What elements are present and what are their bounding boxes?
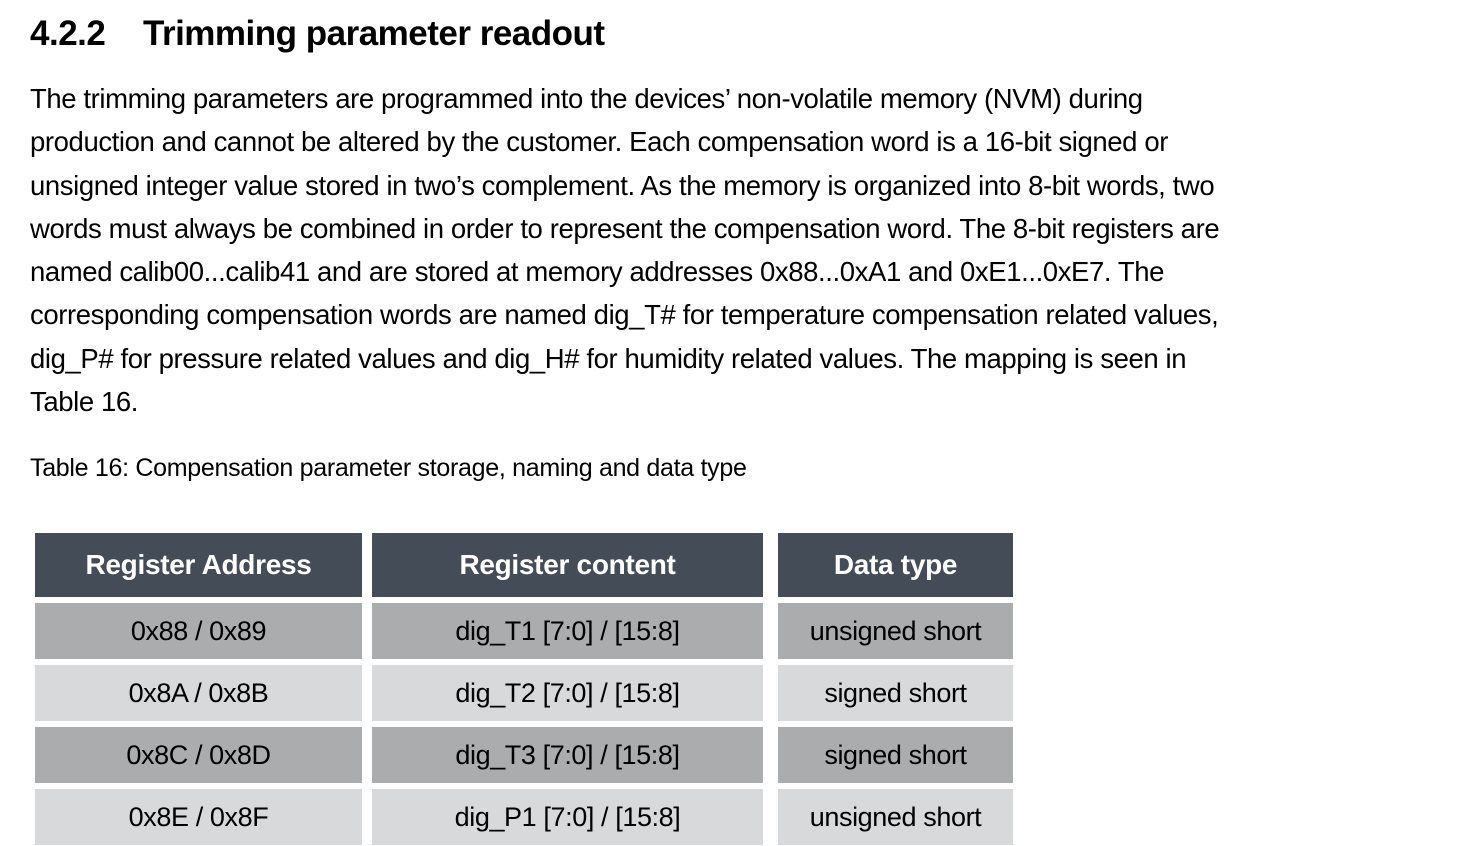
paragraph-line: production and cannot be altered by the … (30, 126, 1168, 158)
cell-register-address: 0x88 / 0x89 (35, 603, 362, 660)
compensation-parameter-table: Register Address Register content Data t… (35, 533, 1013, 846)
table-caption: Table 16: Compensation parameter storage… (30, 454, 747, 483)
body-paragraph: The trimming parameters are programmed i… (30, 77, 1430, 423)
cell-data-type: unsigned short (778, 603, 1013, 660)
column-header-data-type: Data type (778, 533, 1013, 598)
table-header-row: Register Address Register content Data t… (35, 533, 1013, 598)
paragraph-line: named calib00...calib41 and are stored a… (30, 256, 1165, 288)
cell-register-address: 0x8A / 0x8B (35, 665, 362, 722)
cell-register-address: 0x8E / 0x8F (35, 789, 362, 846)
paragraph-line: The trimming parameters are programmed i… (30, 83, 1143, 114)
cell-data-type: signed short (778, 727, 1013, 784)
paragraph-line: Table 16. (30, 386, 139, 418)
section-number: 4.2.2 (30, 14, 106, 53)
cell-register-content: dig_P1 [7:0] / [15:8] (372, 789, 763, 846)
table-row: 0x8E / 0x8F dig_P1 [7:0] / [15:8] unsign… (35, 789, 1013, 846)
section-heading: 4.2.2 Trimming parameter readout (30, 12, 1430, 56)
cell-register-content: dig_T3 [7:0] / [15:8] (372, 727, 763, 784)
cell-data-type: unsigned short (778, 789, 1013, 846)
cell-register-content: dig_T1 [7:0] / [15:8] (372, 603, 763, 660)
column-header-register-address: Register Address (35, 533, 362, 598)
paragraph-line: corresponding compensation words are nam… (30, 299, 1219, 331)
table-row: 0x8A / 0x8B dig_T2 [7:0] / [15:8] signed… (35, 665, 1013, 722)
table-row: 0x88 / 0x89 dig_T1 [7:0] / [15:8] unsign… (35, 603, 1013, 660)
paragraph-line: unsigned integer value stored in two’s c… (30, 169, 1215, 201)
column-header-register-content: Register content (372, 533, 763, 598)
cell-data-type: signed short (778, 665, 1013, 722)
paragraph-line: words must always be combined in order t… (30, 212, 1220, 244)
cell-register-address: 0x8C / 0x8D (35, 727, 362, 784)
paragraph-line: dig_P# for pressure related values and d… (30, 342, 1187, 374)
section-title: Trimming parameter readout (143, 14, 605, 53)
cell-register-content: dig_T2 [7:0] / [15:8] (372, 665, 763, 722)
table-row: 0x8C / 0x8D dig_T3 [7:0] / [15:8] signed… (35, 727, 1013, 784)
